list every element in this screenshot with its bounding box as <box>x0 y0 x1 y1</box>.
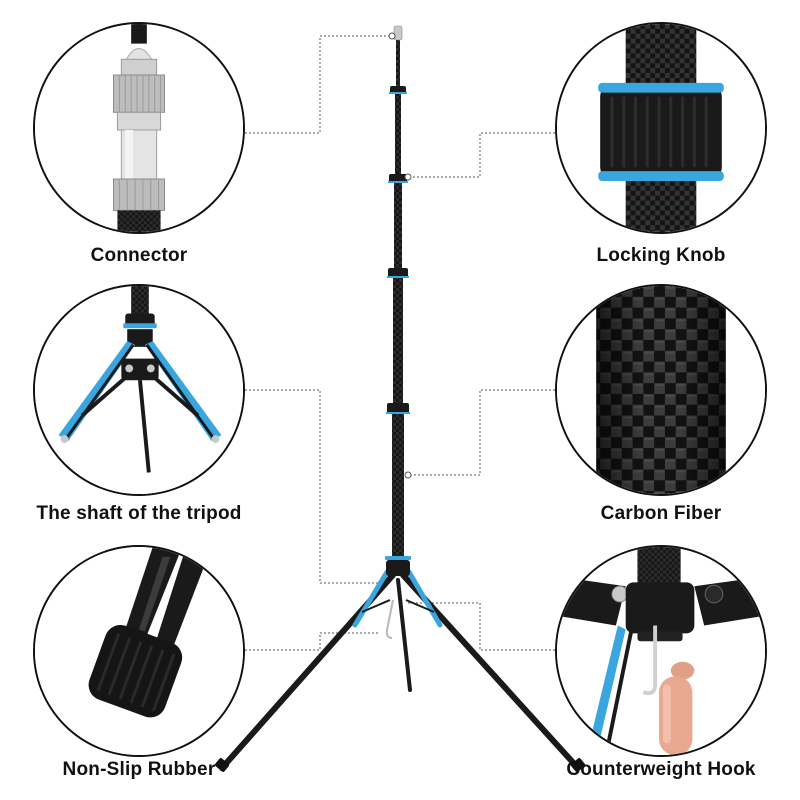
carbon-fiber-label: Carbon Fiber <box>600 503 722 524</box>
locking-knob-closeup-image <box>557 24 765 232</box>
non-slip-rubber-detail-circle <box>33 545 245 757</box>
tripod-shaft-closeup-image <box>35 286 243 494</box>
tripod-legs <box>215 569 585 772</box>
leader-lines <box>245 35 555 651</box>
non-slip-rubber-label: Non-Slip Rubber <box>62 759 216 780</box>
leader-line-non-slip-rubber <box>245 632 380 651</box>
connector-closeup-image <box>35 24 243 232</box>
counterweight-hook-label: Counterweight Hook <box>566 759 756 780</box>
leader-line-locking-knob <box>408 132 555 178</box>
leader-line-counterweight-hook <box>408 602 555 651</box>
counterweight-hook-closeup-image <box>557 547 765 755</box>
counterweight-hook-detail-circle <box>555 545 767 757</box>
telescopic-pole <box>385 25 412 576</box>
locking-knob-label: Locking Knob <box>596 245 726 266</box>
leader-line-carbon-fiber <box>408 389 555 476</box>
connector-label: Connector <box>90 245 188 266</box>
tripod-shaft-detail-circle <box>33 284 245 496</box>
connector-detail-circle <box>33 22 245 234</box>
non-slip-rubber-closeup-image <box>35 547 243 755</box>
leader-line-tripod-shaft <box>245 389 385 584</box>
leader-line-connector <box>245 35 392 134</box>
tripod-shaft-label: The shaft of the tripod <box>36 503 242 524</box>
locking-knob-detail-circle <box>555 22 767 234</box>
carbon-fiber-closeup-image <box>557 286 765 494</box>
carbon-fiber-detail-circle <box>555 284 767 496</box>
